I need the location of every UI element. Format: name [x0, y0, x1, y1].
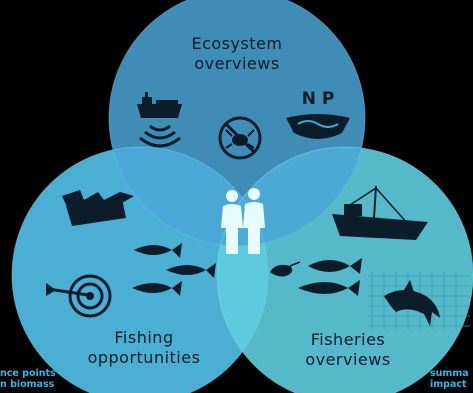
edge-text-right: summa impact: [430, 368, 469, 390]
label-ecosystem: Ecosystem overviews: [191, 34, 283, 73]
label-fishing: Fishing opportunities: [87, 328, 201, 367]
edge-text-left: nce points n biomass: [0, 368, 56, 390]
fishing-vessel-icon: [332, 185, 428, 240]
circle-ecosystem: [109, 0, 365, 246]
dolphin-icon: [384, 280, 440, 326]
svg-text:N P: N P: [302, 89, 335, 109]
fish-crate-icon: [62, 190, 134, 226]
shrimp-icon: [270, 261, 301, 277]
sonar-waves-icon: [139, 124, 181, 148]
north-pole-icon: N P: [286, 89, 350, 139]
people-icon: [221, 188, 265, 254]
target-icon: [46, 274, 112, 318]
fish-icon: [132, 243, 216, 296]
cargo-ship-icon: [137, 92, 182, 118]
no-crab-icon: [218, 116, 262, 160]
label-fisheries: Fisheries overviews: [305, 330, 391, 369]
